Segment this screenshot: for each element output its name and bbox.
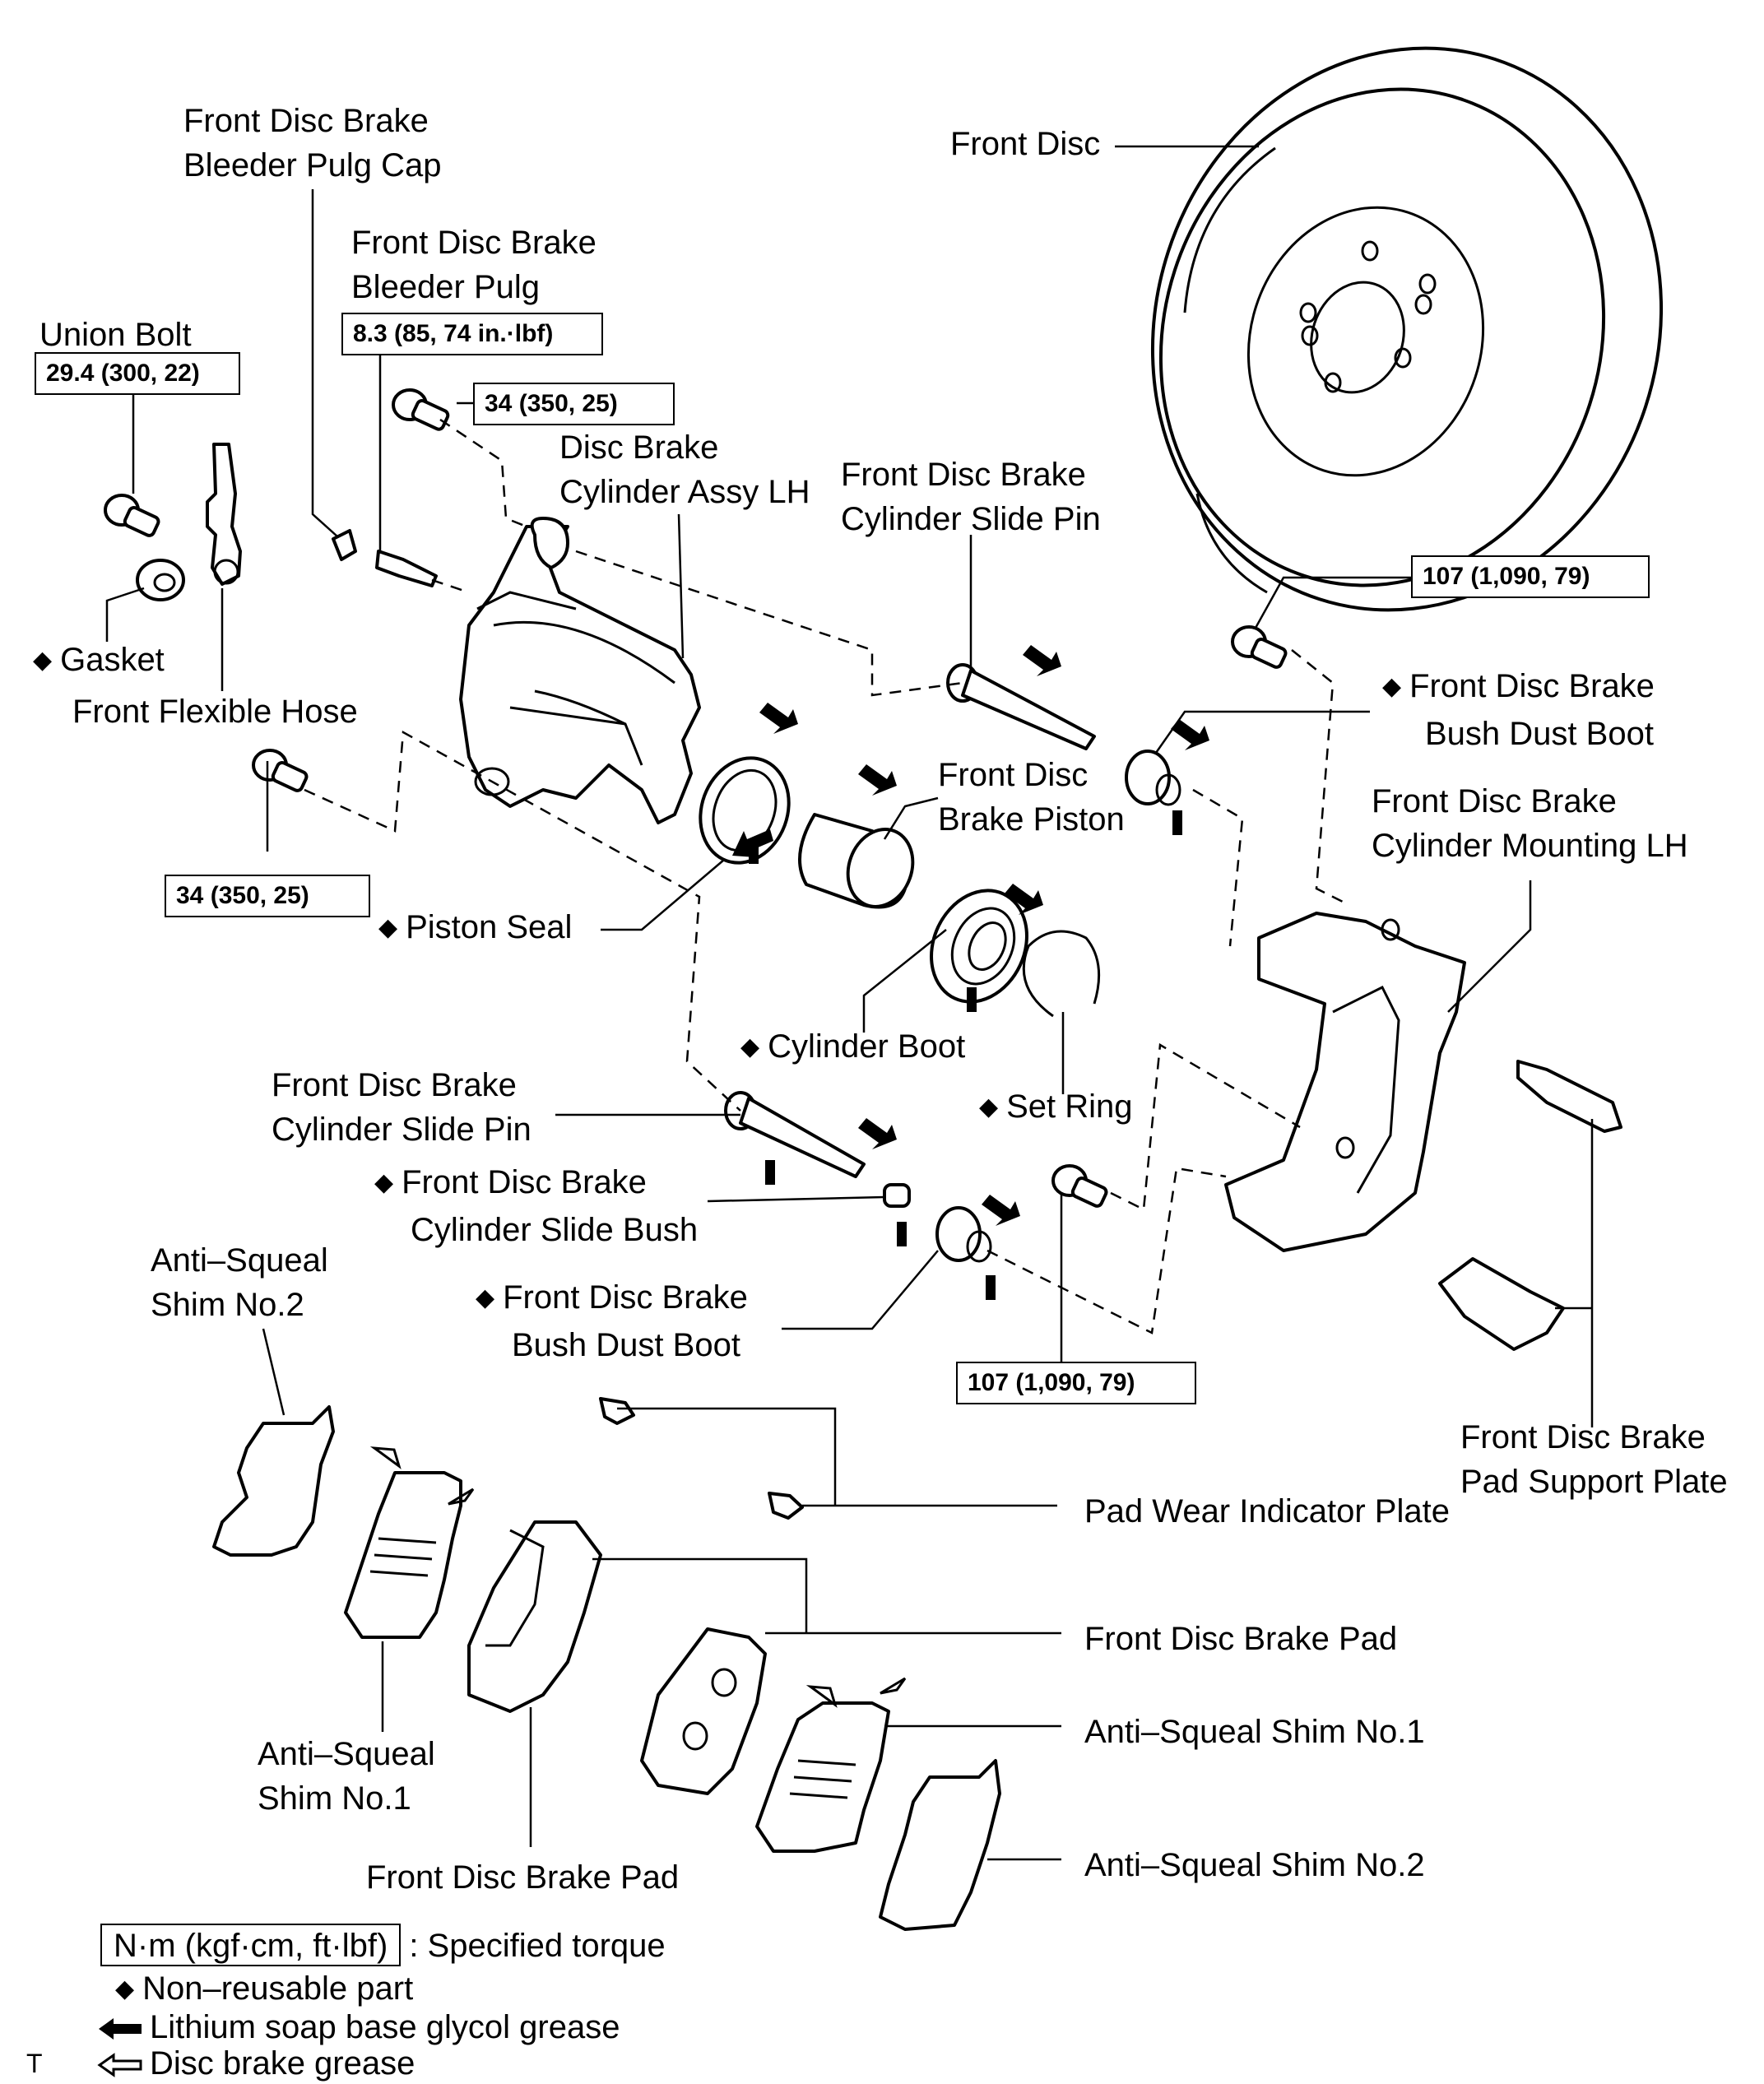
non-reusable-diamond-icon: ◆ (374, 1169, 394, 1196)
label-brake-piston: Front Disc Brake Piston (938, 757, 1125, 838)
label-cylinder-boot: ◆Cylinder Boot (740, 1028, 966, 1065)
bleeder-plug-graphic (375, 550, 438, 587)
label-left-shim-no1: Anti–Squeal Shim No.1 (258, 1736, 435, 1817)
label-front-flexible-hose: Front Flexible Hose (72, 694, 358, 730)
non-reusable-diamond-icon: ◆ (740, 1033, 760, 1061)
torque-mounting-upper: 107 (1,090, 79) (1411, 555, 1650, 598)
torque-lower-left-bolt: 34 (350, 25) (165, 875, 370, 917)
label-slide-bush: ◆Front Disc Brake Cylinder Slide Bush (374, 1164, 699, 1248)
torque-upper-bolt: 34 (350, 25) (473, 383, 675, 425)
assembly-lines (304, 418, 1350, 1334)
label-bleeder-plug-cap: Front Disc Brake Bleeder Pulg Cap (183, 103, 442, 183)
lithium-grease-arrow-icon (99, 2018, 142, 2040)
upper-bolt-graphic (392, 388, 450, 431)
left-shim-no1-graphic (344, 1471, 462, 1639)
torque-bleeder-plug: 8.3 (85, 74 in.·lbf) (341, 313, 603, 355)
label-right-shim-no1: Anti–Squeal Shim No.1 (1084, 1714, 1425, 1750)
lower-left-bolt-graphic (252, 749, 309, 792)
legend-torque: N·m (kgf·cm, ft·lbf): Specified torque (100, 1924, 666, 1966)
label-right-shim-no2: Anti–Squeal Shim No.2 (1084, 1847, 1425, 1883)
non-reusable-diamond-icon: ◆ (378, 914, 398, 941)
non-reusable-diamond-icon: ◆ (476, 1284, 495, 1311)
label-lower-bush-dust-boot: ◆Front Disc Brake Bush Dust Boot (476, 1279, 748, 1363)
brake-piston-graphic (798, 813, 915, 909)
front-disc-graphic (1150, 46, 1664, 612)
bleeder-cap-graphic (332, 529, 357, 561)
label-left-shim-no2: Anti–Squeal Shim No.2 (151, 1242, 328, 1323)
non-reusable-diamond-icon: ◆ (1382, 673, 1402, 700)
set-ring-graphic (1022, 930, 1101, 1018)
right-brake-pad-graphic (640, 1627, 767, 1795)
cylinder-mounting-graphic (1051, 625, 1466, 1252)
label-union-bolt: Union Bolt (39, 317, 192, 353)
label-set-ring: ◆Set Ring (979, 1088, 1133, 1125)
leader-lines (105, 145, 1594, 1861)
label-cylinder-mounting: Front Disc Brake Cylinder Mounting LH (1372, 783, 1688, 864)
union-bolt-graphic (104, 494, 160, 537)
corner-mark: T (26, 2049, 43, 2078)
left-brake-pad-graphic (467, 1520, 602, 1713)
label-gasket: ◆Gasket (33, 642, 165, 678)
label-disc-brake-cylinder-assy: Disc Brake Cylinder Assy LH (559, 429, 810, 510)
label-piston-seal: ◆Piston Seal (378, 909, 573, 945)
right-shim-no1-graphic (755, 1701, 890, 1853)
disc-brake-grease-arrow-icon (97, 2053, 142, 2078)
grease-arrows (369, 645, 1209, 1708)
label-pad-support-plate: Front Disc Brake Pad Support Plate (1460, 1419, 1728, 1500)
non-reusable-diamond-icon: ◆ (115, 1975, 135, 2003)
label-right-brake-pad: Front Disc Brake Pad (1084, 1621, 1398, 1657)
lower-slide-pin-graphic (724, 1091, 866, 1178)
label-upper-slide-pin: Front Disc Brake Cylinder Slide Pin (841, 457, 1101, 537)
pad-wear-indicator-graphic (599, 1397, 804, 1520)
label-bleeder-plug: Front Disc Brake Bleeder Pulg (351, 225, 597, 305)
non-reusable-diamond-icon: ◆ (979, 1093, 999, 1121)
legend-torque-box: N·m (kgf·cm, ft·lbf) (100, 1924, 402, 1966)
legend-non-reusable: ◆Non–reusable part (115, 1970, 414, 2007)
label-front-disc: Front Disc (950, 126, 1101, 162)
flexible-hose-graphic (206, 443, 242, 586)
label-lower-slide-pin: Front Disc Brake Cylinder Slide Pin (272, 1067, 532, 1148)
label-pad-wear-indicator: Pad Wear Indicator Plate (1084, 1493, 1450, 1529)
legend-lithium-grease: Lithium soap base glycol grease (97, 2007, 620, 2047)
upper-slide-pin-graphic (946, 663, 1096, 750)
legend-disc-grease: Disc brake grease (97, 2044, 415, 2083)
cylinder-boot-graphic (930, 889, 1028, 1004)
right-shim-no2-graphic (879, 1759, 1001, 1931)
pad-support-plate-graphic (1438, 1060, 1622, 1351)
left-shim-no2-graphic (212, 1405, 335, 1557)
lower-bush-dust-boot-graphic (935, 1206, 992, 1263)
caliper-graphic (459, 517, 701, 824)
non-reusable-diamond-icon: ◆ (33, 647, 53, 674)
label-left-brake-pad: Front Disc Brake Pad (366, 1859, 680, 1896)
torque-mounting-lower: 107 (1,090, 79) (956, 1362, 1196, 1404)
torque-union-bolt: 29.4 (300, 22) (35, 352, 240, 395)
slide-bush-graphic (883, 1183, 911, 1208)
gasket-graphic (136, 559, 185, 601)
upper-bush-dust-boot-graphic (1125, 750, 1181, 806)
label-upper-bush-dust-boot: ◆Front Disc Brake Bush Dust Boot (1382, 668, 1655, 752)
